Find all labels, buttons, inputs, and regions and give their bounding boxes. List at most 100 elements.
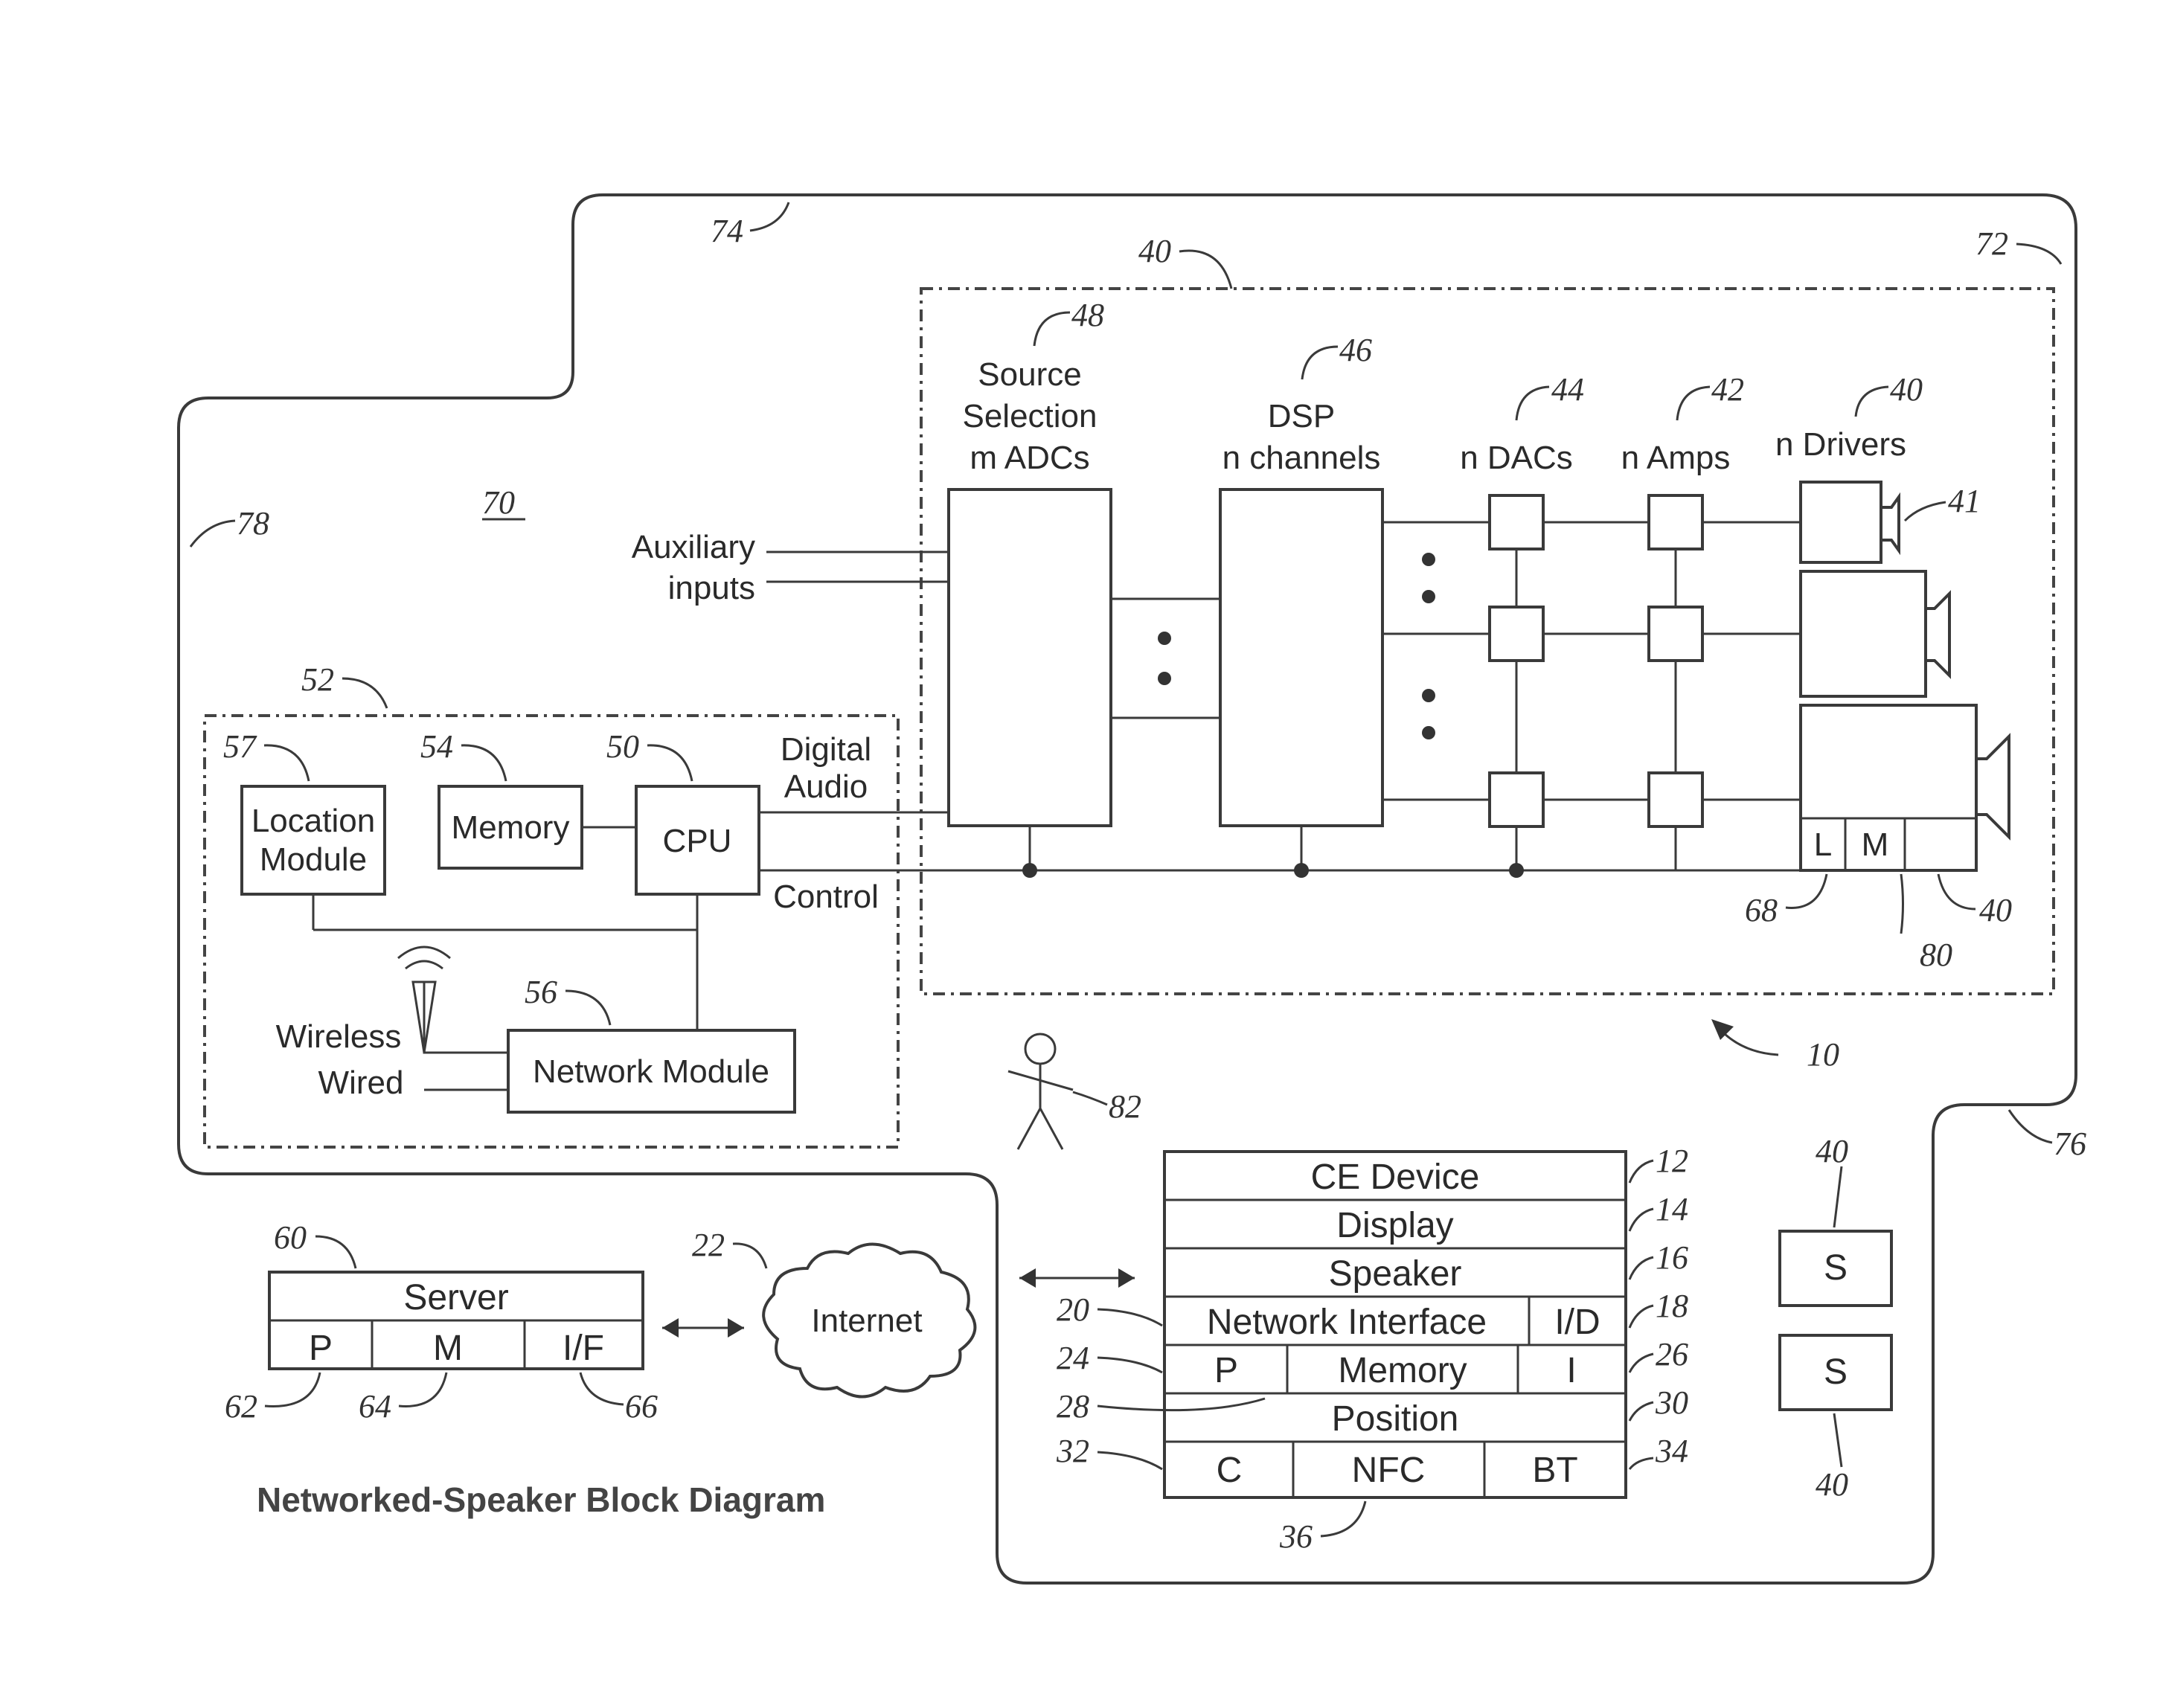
dsp-box [1220, 489, 1382, 826]
dac-box [1490, 495, 1543, 549]
dacs-label: n DACs [1460, 440, 1573, 476]
amp-box [1649, 607, 1702, 661]
svg-text:64: 64 [359, 1388, 391, 1425]
svg-text:22: 22 [692, 1227, 725, 1263]
svg-text:68: 68 [1745, 892, 1778, 928]
ellipsis-dot [1158, 632, 1171, 645]
svg-text:72: 72 [1975, 225, 2008, 262]
svg-text:10: 10 [1807, 1036, 1839, 1073]
svg-text:41: 41 [1948, 483, 1981, 519]
svg-text:14: 14 [1656, 1191, 1688, 1227]
driver-small [1801, 482, 1881, 562]
svg-text:70: 70 [482, 484, 515, 521]
ce-network-interface-label: Network Interface [1207, 1303, 1487, 1342]
ce-c-label: C [1217, 1451, 1243, 1490]
svg-text:57: 57 [223, 728, 257, 765]
svg-text:40: 40 [1979, 892, 2012, 928]
svg-text:32: 32 [1056, 1433, 1089, 1469]
driver-medium [1801, 571, 1926, 696]
ce-device-title: CE Device [1311, 1158, 1480, 1197]
source-selection-label-1: Source [978, 356, 1081, 393]
svg-text:50: 50 [606, 728, 639, 765]
svg-text:12: 12 [1656, 1143, 1688, 1179]
svg-text:34: 34 [1655, 1433, 1688, 1469]
ellipsis-dot [1158, 672, 1171, 685]
svg-text:56: 56 [525, 974, 557, 1010]
svg-text:40: 40 [1890, 371, 1923, 408]
ce-memory-label: Memory [1338, 1351, 1467, 1390]
amps-label: n Amps [1621, 440, 1731, 476]
driver-small-cone [1881, 497, 1899, 550]
ce-position-label: Position [1332, 1399, 1459, 1439]
svg-text:28: 28 [1057, 1388, 1089, 1425]
digital-audio-label-2: Audio [784, 768, 868, 805]
svg-text:40: 40 [1816, 1466, 1848, 1503]
svg-text:78: 78 [237, 505, 269, 542]
driver-medium-cone [1926, 594, 1949, 675]
satellite-speaker-label: S [1824, 1248, 1848, 1288]
ellipsis-dot [1422, 689, 1435, 702]
memory-label: Memory [452, 809, 570, 846]
ellipsis-dot [1422, 726, 1435, 739]
svg-text:82: 82 [1109, 1088, 1141, 1125]
bus-junction [1022, 863, 1037, 878]
wired-label: Wired [318, 1065, 404, 1101]
svg-text:46: 46 [1339, 332, 1372, 368]
svg-text:48: 48 [1071, 297, 1104, 333]
ce-io-label: I/D [1554, 1303, 1600, 1342]
listener-figure [1008, 1034, 1073, 1149]
ce-p-label: P [1214, 1351, 1238, 1390]
ellipsis-dot [1422, 590, 1435, 603]
dac-box [1490, 607, 1543, 661]
svg-text:54: 54 [420, 728, 453, 765]
source-selection-label-2: Selection [962, 398, 1097, 434]
svg-text:18: 18 [1656, 1288, 1688, 1324]
antenna-icon [413, 982, 508, 1053]
dsp-label-2: n channels [1223, 440, 1381, 476]
ellipsis-dot [1422, 553, 1435, 566]
mic-sensor-label: M [1862, 826, 1889, 863]
svg-text:60: 60 [274, 1219, 307, 1256]
server-if-label: I/F [563, 1329, 604, 1368]
network-module-label: Network Module [533, 1053, 769, 1090]
ce-display-label: Display [1336, 1206, 1453, 1245]
drivers-label: n Drivers [1775, 426, 1906, 463]
driver-large-cone [1976, 736, 2009, 837]
aux-inputs-label-1: Auxiliary [632, 529, 755, 565]
svg-text:20: 20 [1057, 1291, 1089, 1328]
internet-label: Internet [811, 1303, 922, 1339]
bus-junction [1509, 863, 1524, 878]
server-m-label: M [433, 1329, 463, 1368]
ce-bt-label: BT [1532, 1451, 1577, 1490]
svg-text:26: 26 [1656, 1336, 1688, 1372]
location-module-label-1: Location [251, 803, 375, 839]
svg-text:40: 40 [1816, 1133, 1848, 1169]
ce-nfc-label: NFC [1352, 1451, 1426, 1490]
amp-box [1649, 773, 1702, 826]
ce-i-label: I [1566, 1351, 1576, 1390]
svg-text:40: 40 [1138, 233, 1171, 269]
svg-text:30: 30 [1655, 1384, 1688, 1421]
svg-text:52: 52 [301, 661, 334, 698]
svg-text:16: 16 [1656, 1239, 1688, 1276]
location-module-label-2: Module [260, 841, 367, 878]
svg-text:66: 66 [625, 1388, 658, 1425]
svg-text:80: 80 [1920, 937, 1952, 973]
bus-junction [1294, 863, 1309, 878]
satellite-speaker-label: S [1824, 1352, 1848, 1392]
dsp-label-1: DSP [1268, 398, 1335, 434]
svg-text:42: 42 [1711, 371, 1744, 408]
control-label: Control [773, 879, 879, 915]
svg-text:74: 74 [711, 213, 743, 249]
svg-text:76: 76 [2054, 1126, 2086, 1162]
svg-text:62: 62 [225, 1388, 257, 1425]
digital-audio-label-1: Digital [781, 731, 871, 768]
amp-box [1649, 495, 1702, 549]
ce-speaker-label: Speaker [1329, 1254, 1462, 1294]
source-selection-label-3: m ADCs [970, 440, 1089, 476]
wireless-label: Wireless [276, 1018, 402, 1055]
cpu-label: CPU [663, 823, 732, 859]
server-p-label: P [309, 1329, 333, 1368]
svg-text:36: 36 [1279, 1518, 1313, 1555]
